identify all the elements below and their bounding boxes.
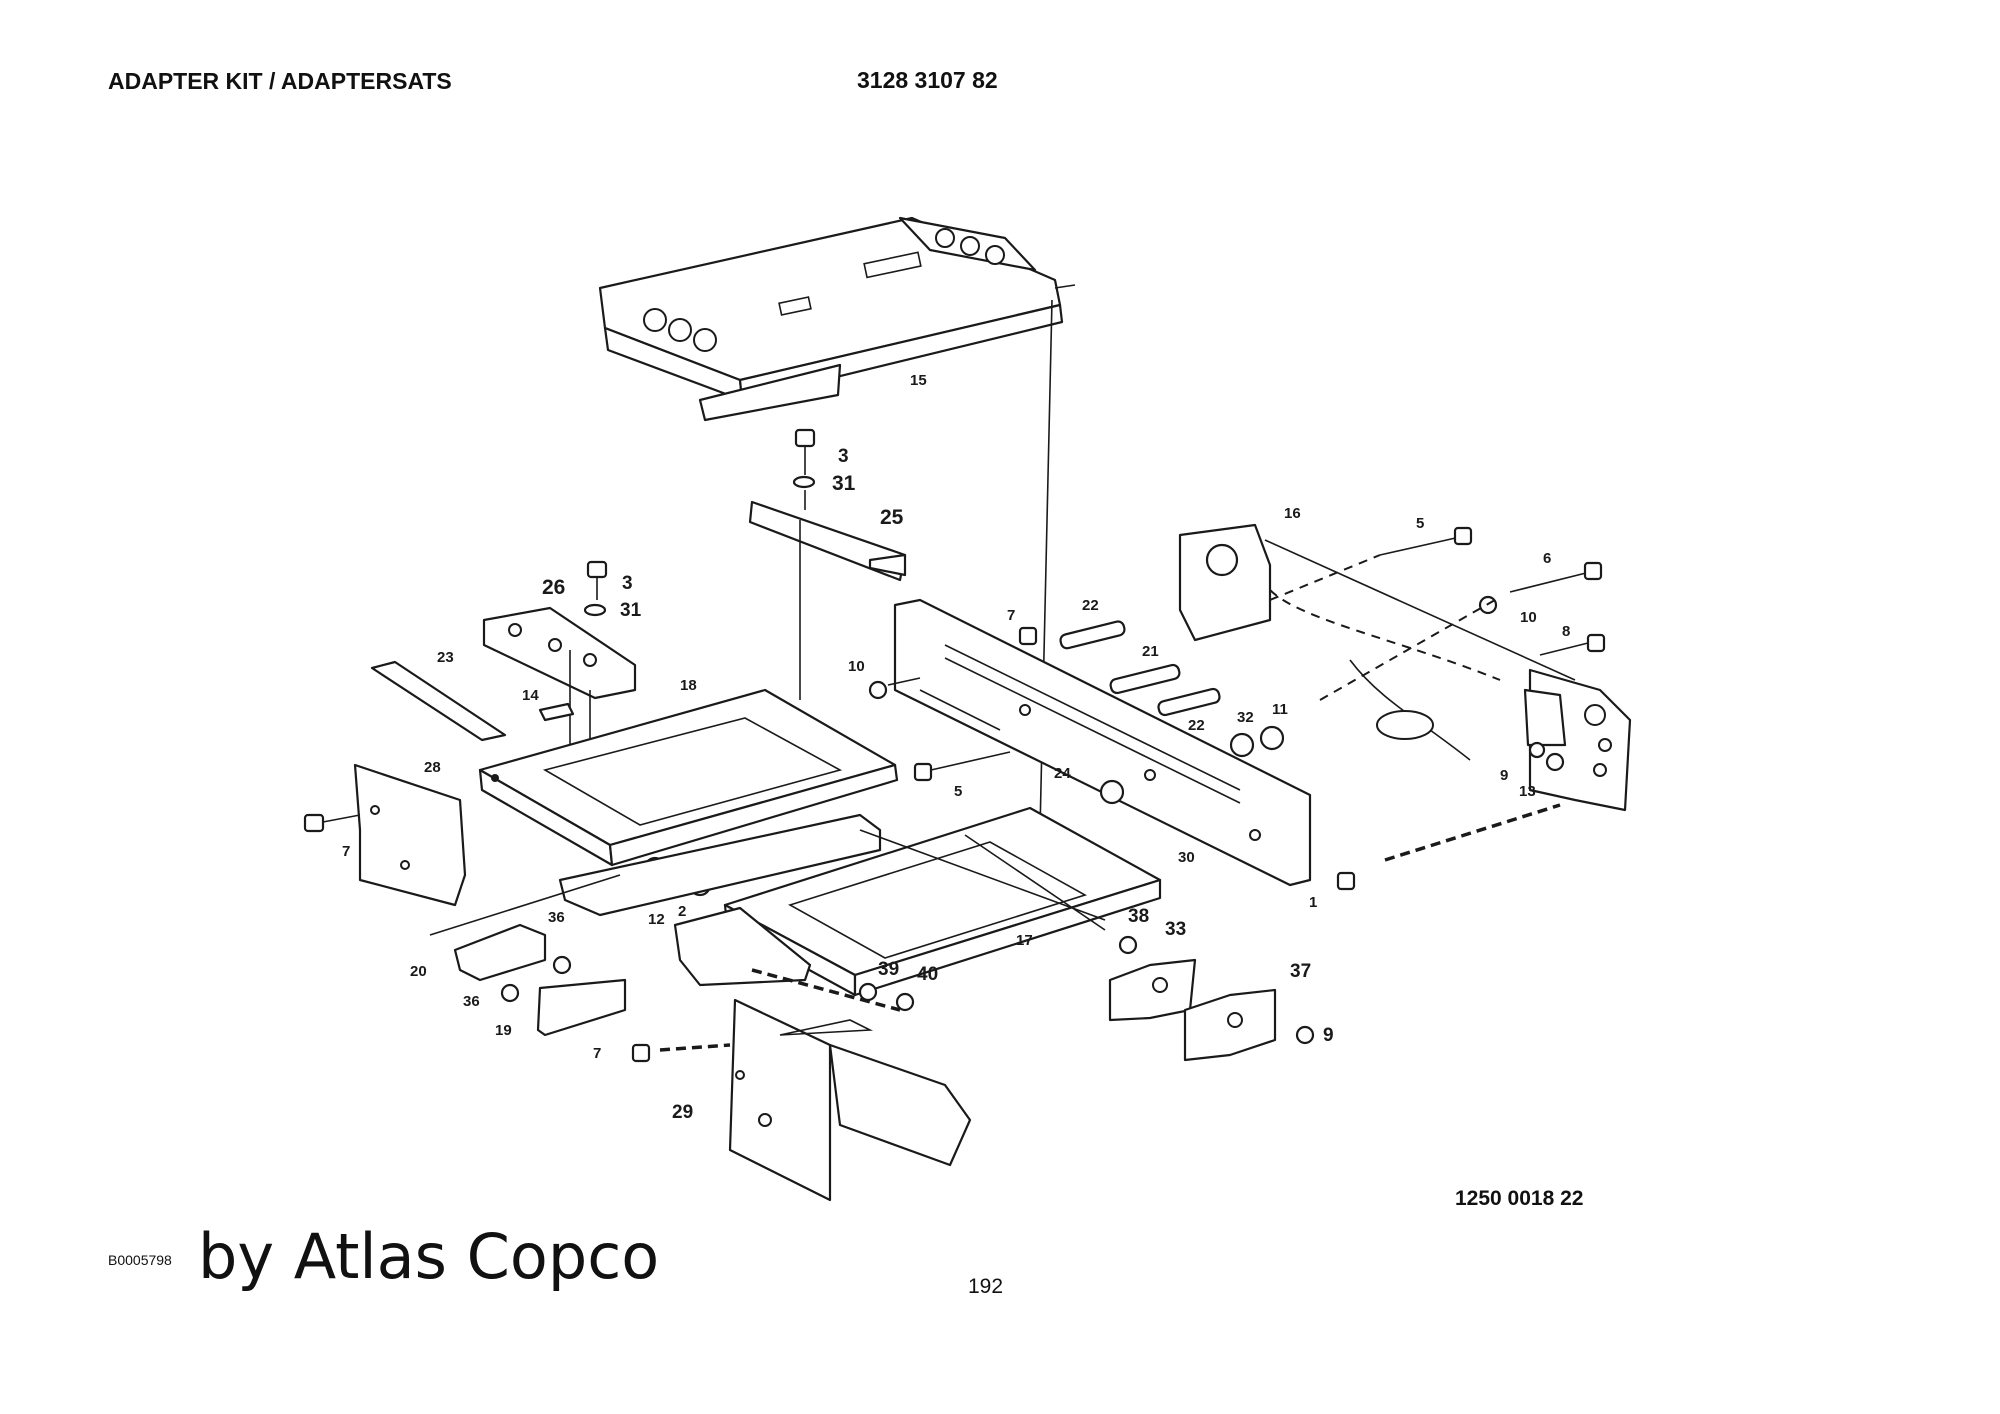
rod-6-upper <box>1509 571 1591 593</box>
rod-5-upper <box>1379 536 1461 556</box>
bolt-1 <box>1336 871 1356 891</box>
bolt-7-left <box>303 813 361 833</box>
callout-7-rail: 7 <box>1007 607 1015 624</box>
callout-28: 28 <box>424 759 441 776</box>
callout-29: 29 <box>672 1102 693 1123</box>
callout-7-left: 7 <box>342 843 350 860</box>
part-23-strip <box>370 660 507 742</box>
bolt-36-lower <box>500 983 520 1003</box>
callout-10-right: 10 <box>1520 609 1537 626</box>
part-19-block <box>536 978 627 1037</box>
callout-20: 20 <box>410 963 427 980</box>
callout-9-right: 9 <box>1500 767 1508 784</box>
part-33-clamp <box>1108 958 1197 1022</box>
nut-24 <box>1099 779 1125 805</box>
callout-13: 13 <box>1519 783 1536 800</box>
callout-17: 17 <box>1016 932 1033 949</box>
callout-3-upper: 3 <box>838 446 849 467</box>
part-28-side-plate <box>353 763 467 907</box>
callout-1: 1 <box>1309 894 1317 911</box>
washer-11 <box>1259 725 1285 751</box>
washer-32 <box>1229 732 1255 758</box>
callout-31-left: 31 <box>620 600 642 621</box>
callout-12: 12 <box>648 911 665 928</box>
part-18-base-plate <box>478 688 899 867</box>
part-14-key <box>538 702 575 722</box>
drawing-number: 1250 0018 22 <box>1455 1187 1584 1210</box>
assembly-path-39 <box>751 968 901 1012</box>
callout-26: 26 <box>542 576 565 599</box>
callout-2: 2 <box>678 903 686 920</box>
bolt-36-upper <box>552 955 572 975</box>
callout-7-lower: 7 <box>593 1045 601 1062</box>
callout-8: 8 <box>1562 623 1570 640</box>
callout-9-lower: 9 <box>1323 1025 1334 1046</box>
callout-32: 32 <box>1237 709 1254 726</box>
assembly-path-1 <box>1384 803 1561 862</box>
angle-bracket <box>673 906 812 987</box>
callout-19: 19 <box>495 1022 512 1039</box>
callout-5-upper: 5 <box>1416 515 1424 532</box>
bolt-38 <box>1118 935 1138 955</box>
part-16-side-frame <box>1178 523 1632 812</box>
callout-25: 25 <box>880 506 904 529</box>
bolt-39 <box>858 982 878 1002</box>
callout-31-upper: 31 <box>832 472 856 495</box>
washer-13-right <box>1545 752 1565 772</box>
callout-5-lower: 5 <box>954 783 962 800</box>
bolt-3-upper <box>792 428 816 510</box>
callout-22-upper: 22 <box>1082 597 1099 614</box>
callout-3-left: 3 <box>622 573 633 594</box>
bolt-7-rail <box>1018 626 1038 646</box>
callout-10-left: 10 <box>848 658 865 675</box>
callout-38: 38 <box>1128 906 1149 927</box>
callout-30: 30 <box>1178 849 1195 866</box>
lower-bracket <box>558 813 882 917</box>
part-37-clamp <box>1183 988 1277 1062</box>
washer-40 <box>895 992 915 1012</box>
callout-36-lower: 36 <box>463 993 480 1010</box>
callout-16: 16 <box>1284 505 1301 522</box>
nut-9-right <box>1528 741 1546 759</box>
part-15-carriage <box>598 216 1076 422</box>
callout-33: 33 <box>1165 919 1186 940</box>
callout-37: 37 <box>1290 961 1311 982</box>
callout-23: 23 <box>437 649 454 666</box>
callout-11: 11 <box>1272 701 1288 718</box>
callout-36-upper: 36 <box>548 909 565 926</box>
callout-40: 40 <box>917 964 938 985</box>
callout-18: 18 <box>680 677 697 694</box>
bolt-5-lower <box>913 751 1011 782</box>
callout-21: 21 <box>1142 643 1159 660</box>
callout-22-lower: 22 <box>1188 717 1205 734</box>
credit-text: by Atlas Copco <box>198 1220 660 1293</box>
nut-9-lower <box>1295 1025 1315 1045</box>
callout-14: 14 <box>522 687 539 704</box>
part-20-block <box>453 923 547 982</box>
part-29-bracket <box>728 998 972 1202</box>
pins-21-22 <box>1059 620 1221 717</box>
callout-39: 39 <box>878 959 899 980</box>
image-id: B0005798 <box>108 1252 172 1268</box>
callout-15: 15 <box>910 372 927 389</box>
bolt-7-lower <box>631 1043 651 1063</box>
part-30-rail <box>893 598 1312 887</box>
callout-24: 24 <box>1054 765 1071 782</box>
page-number: 192 <box>968 1275 1004 1298</box>
kit-part-number: 3128 3107 82 <box>857 67 998 93</box>
part-25-bracket <box>748 500 907 700</box>
assembly-path-7-lower <box>659 1043 731 1052</box>
page-title: ADAPTER KIT / ADAPTERSATS <box>108 68 452 94</box>
callout-6: 6 <box>1543 550 1551 567</box>
nut-10-left <box>868 680 888 700</box>
